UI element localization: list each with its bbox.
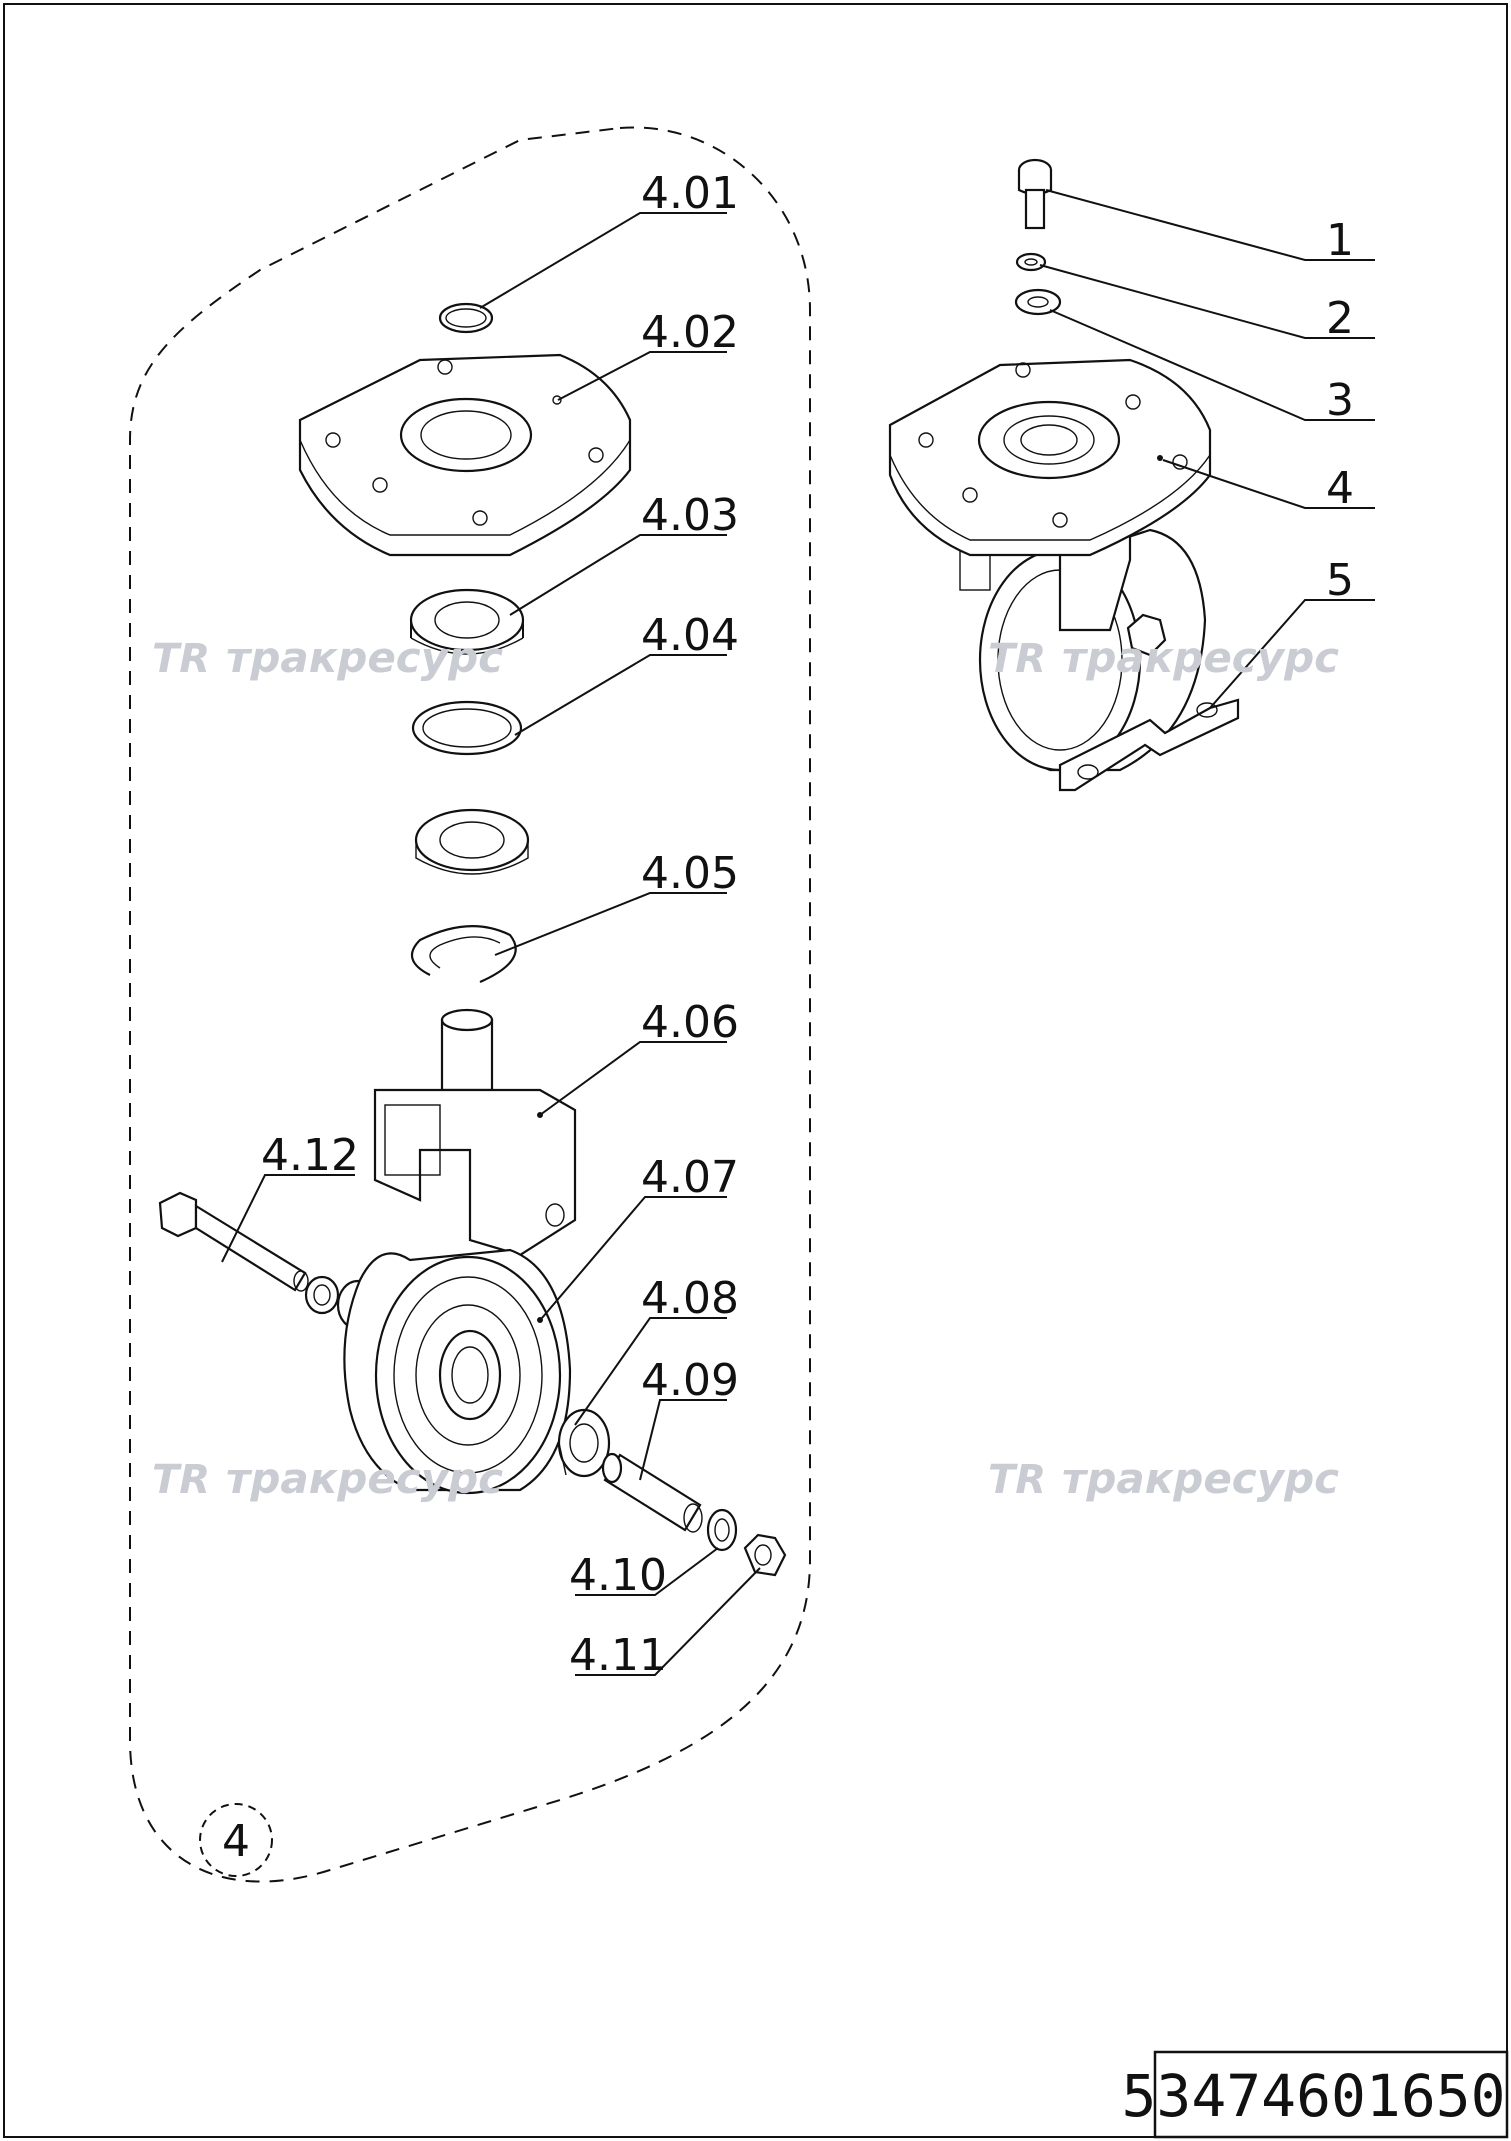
part-4-11-lock-nut <box>743 1533 787 1577</box>
callout-4-01: 4.01 <box>641 168 739 219</box>
watermark-top-left: TR тракресурс <box>152 633 503 682</box>
document-number: 534746016501 <box>1121 2062 1511 2130</box>
part-1-bolt <box>1017 158 1053 230</box>
callout-labels: 4.01 4.02 4.03 4.04 4.05 4.06 4.07 4.08 … <box>261 168 1354 1681</box>
watermark-bottom-left: TR тракресурс <box>152 1454 503 1503</box>
part-second-bearing <box>414 808 530 875</box>
callout-1: 1 <box>1326 215 1354 266</box>
part-4-caster-assembly <box>888 358 1212 772</box>
part-5-stop-plate <box>1058 698 1240 792</box>
callout-4-03: 4.03 <box>641 490 739 541</box>
leader-lines <box>221 189 1375 1676</box>
callout-4-12: 4.12 <box>261 1130 359 1181</box>
svg-text:тракресурс: тракресурс <box>1062 633 1339 682</box>
svg-text:TR: TR <box>988 636 1046 682</box>
callout-4-02: 4.02 <box>641 307 739 358</box>
callout-4-06: 4.06 <box>641 997 739 1048</box>
part-4-06-fork-bracket <box>373 1008 577 1257</box>
part-4-12-axle-bolt <box>158 1191 309 1292</box>
svg-text:тракресурс: тракресурс <box>1062 1454 1339 1503</box>
callout-4-07: 4.07 <box>641 1152 739 1203</box>
callout-3: 3 <box>1326 375 1354 426</box>
callout-4-04: 4.04 <box>641 610 739 661</box>
part-4-09-spacer-sleeve <box>601 1452 703 1533</box>
svg-text:тракресурс: тракресурс <box>226 1454 503 1503</box>
part-4-01-retaining-ring <box>438 302 494 334</box>
callout-4-08: 4.08 <box>641 1273 739 1324</box>
svg-text:TR: TR <box>152 1457 210 1503</box>
part-4-08-wheel-bearing <box>557 1408 611 1478</box>
callout-5: 5 <box>1326 555 1354 606</box>
assembly-callout: 4 <box>199 1803 273 1877</box>
watermark-top-right: TR тракресурс <box>988 633 1339 682</box>
drawing-frame <box>3 3 1508 2138</box>
callout-2: 2 <box>1326 293 1354 344</box>
svg-text:тракресурс: тракресурс <box>226 633 503 682</box>
callout-4-10: 4.10 <box>569 1550 667 1601</box>
part-4-04-spacer-ring <box>411 700 523 756</box>
svg-text:4: 4 <box>222 1816 250 1867</box>
part-4-02-mounting-plate <box>298 353 632 557</box>
assembly-4-boundary <box>129 126 811 1883</box>
part-4-03-bearing <box>409 588 525 655</box>
part-4-10-washer <box>706 1508 738 1552</box>
callout-4-09: 4.09 <box>641 1355 739 1406</box>
part-4-07-wheel <box>343 1248 572 1495</box>
part-4-05-snap-ring <box>410 925 517 984</box>
callout-4-05: 4.05 <box>641 848 739 899</box>
svg-text:TR: TR <box>988 1457 1046 1503</box>
callout-4: 4 <box>1326 463 1354 514</box>
part-3-flat-washer <box>1014 288 1062 316</box>
watermark-bottom-right: TR тракресурс <box>988 1454 1339 1503</box>
svg-text:TR: TR <box>152 636 210 682</box>
document-number-stamp: 534746016501 <box>1121 2050 1511 2139</box>
part-2-spring-washer <box>1015 252 1047 272</box>
callout-4-11: 4.11 <box>569 1630 667 1681</box>
